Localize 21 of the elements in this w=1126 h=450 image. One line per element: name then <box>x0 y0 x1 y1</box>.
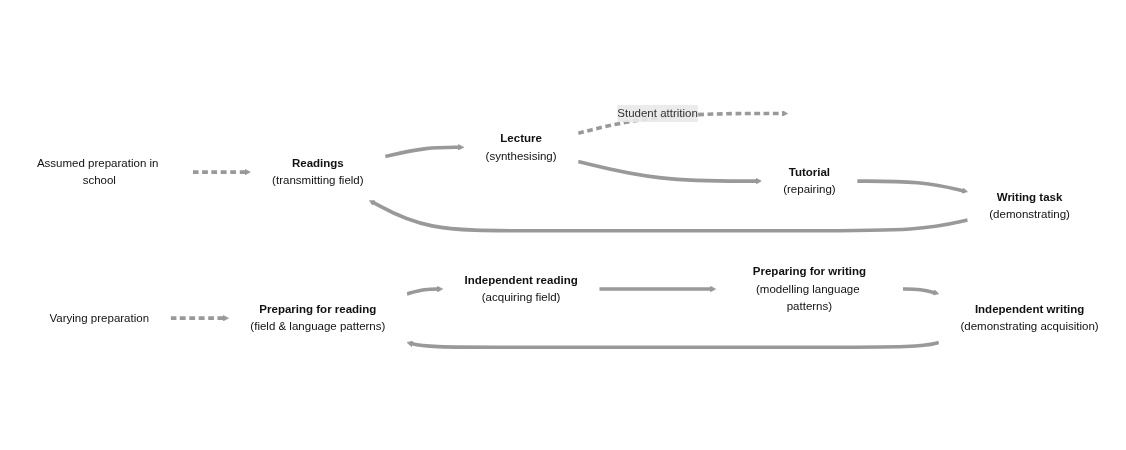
arrow <box>192 168 251 176</box>
arrow <box>577 159 762 185</box>
arrow <box>406 285 444 296</box>
arrow <box>406 340 940 350</box>
arrow <box>368 199 969 233</box>
arrow <box>599 285 717 293</box>
arrow <box>857 179 968 194</box>
arrow <box>902 287 940 296</box>
node-text: Readings (transmitting field) <box>272 157 364 187</box>
node-text: Preparing for writing (modelling language patterns) <box>752 265 866 313</box>
node-text: Writing task (demonstrating) <box>989 190 1070 221</box>
node-text: Independent reading (acquiring field) <box>464 273 578 304</box>
edge-label: Student attrition <box>617 107 698 120</box>
node-text: Assumed preparation in school <box>36 157 159 187</box>
node-text: Lecture (synthesising) <box>485 132 557 162</box>
node-text: Independent writing (demonstrating acquisition) <box>960 303 1099 333</box>
arrow <box>384 144 465 159</box>
arrow <box>170 315 230 322</box>
node-text: Tutorial (repairing) <box>783 166 836 196</box>
node-text: Preparing for reading (field & language patterns) <box>250 303 386 333</box>
node-text: Varying preparation <box>49 311 150 324</box>
